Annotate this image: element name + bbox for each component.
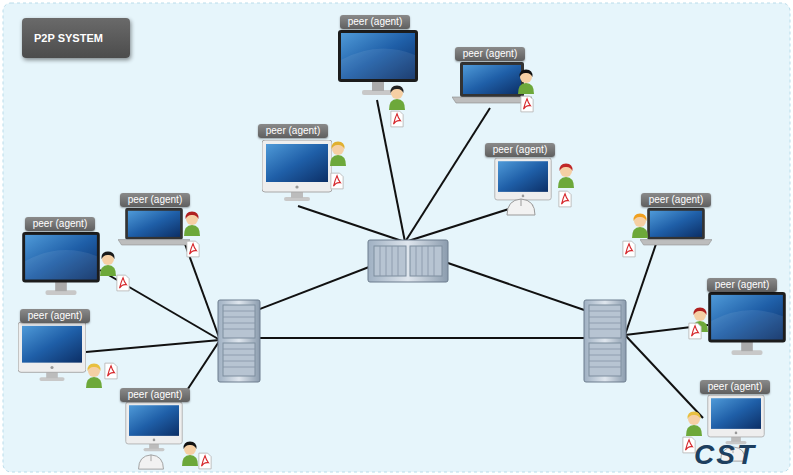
peer-label-text: peer (agent) (28, 310, 82, 321)
peer-label-text: peer (agent) (463, 48, 517, 59)
peer-label: peer (agent) (485, 143, 555, 157)
peer-label-text: peer (agent) (708, 381, 762, 392)
peer-label-text: peer (agent) (128, 194, 182, 205)
network-switch (218, 300, 260, 382)
peer-label: peer (agent) (120, 193, 190, 207)
network-switch (368, 240, 448, 282)
peer-label-text: peer (agent) (33, 218, 87, 229)
peer-label-text: peer (agent) (715, 279, 769, 290)
peer-label-text: peer (agent) (493, 144, 547, 155)
peer-label: peer (agent) (258, 124, 328, 138)
peer-label-text: peer (agent) (649, 194, 703, 205)
peer-label: peer (agent) (707, 278, 777, 292)
peer-label: peer (agent) (20, 309, 90, 323)
peer-label: peer (agent) (25, 217, 95, 231)
network-switch (584, 300, 626, 382)
peer-users (86, 70, 708, 469)
peer-label-text: peer (agent) (348, 16, 402, 27)
peer-label: peer (agent) (120, 388, 190, 402)
network-wires (86, 100, 708, 418)
peer-label-text: peer (agent) (266, 125, 320, 136)
peer-label: peer (agent) (455, 47, 525, 61)
peer-label: peer (agent) (340, 15, 410, 29)
title-text: P2P SYSTEM (34, 32, 103, 44)
peer-label-text: peer (agent) (128, 389, 182, 400)
title-box: P2P SYSTEM (22, 18, 130, 58)
peer-computers (18, 30, 786, 469)
peer-label: peer (agent) (700, 380, 770, 394)
peer-label: peer (agent) (641, 193, 711, 207)
watermark: CST (694, 440, 756, 470)
